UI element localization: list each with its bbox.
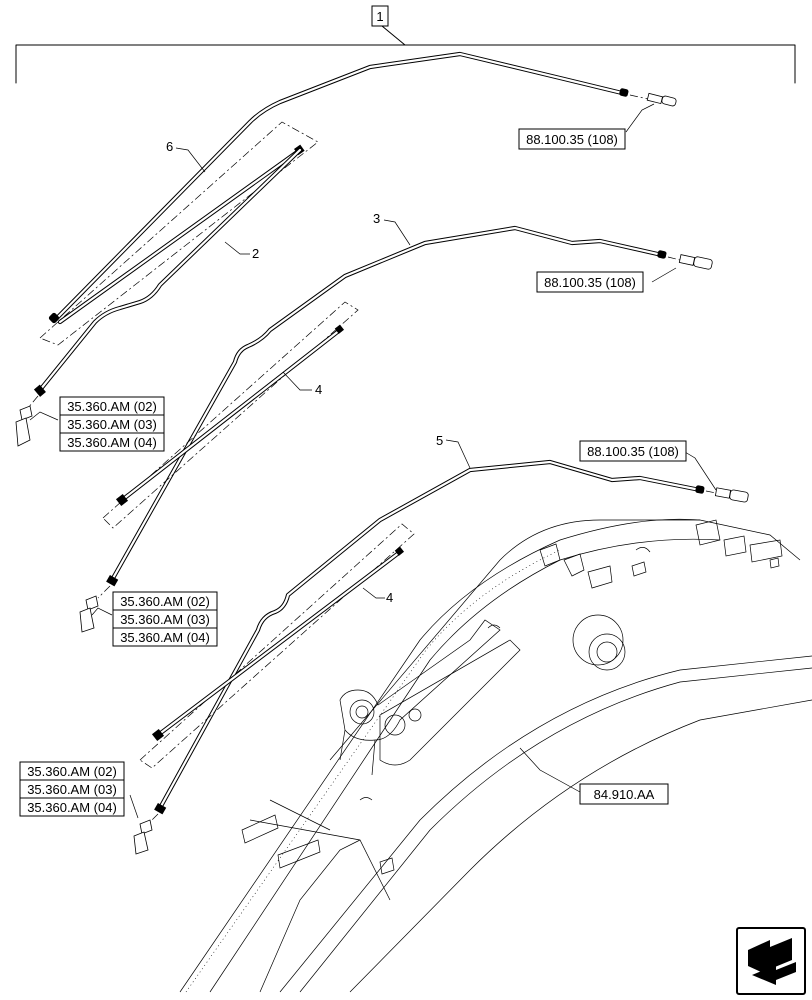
svg-text:88.100.35 (108): 88.100.35 (108) [587, 444, 679, 459]
svg-text:35.360.AM (02): 35.360.AM (02) [67, 399, 157, 414]
assembly-ref-number: 1 [376, 9, 383, 24]
leaders [29, 103, 717, 819]
ref-box-upper-left-03[interactable]: 35.360.AM (03) [59, 414, 165, 434]
item-6-label: 6 [166, 139, 173, 154]
svg-text:35.360.AM (03): 35.360.AM (03) [27, 782, 117, 797]
item-2-label: 2 [252, 246, 259, 261]
item-4-upper-label: 4 [315, 382, 322, 397]
svg-text:88.100.35 (108): 88.100.35 (108) [544, 275, 636, 290]
svg-text:88.100.35 (108): 88.100.35 (108) [526, 132, 618, 147]
pipe-4-lower [139, 523, 415, 769]
svg-text:35.360.AM (03): 35.360.AM (03) [120, 612, 210, 627]
svg-text:35.360.AM (04): 35.360.AM (04) [27, 800, 117, 815]
ref-box-top-right[interactable]: 88.100.35 (108) [518, 128, 626, 150]
pipe-3 [79, 225, 713, 633]
ref-box-lower-left-04[interactable]: 35.360.AM (04) [19, 797, 125, 817]
pipe-5 [133, 459, 749, 855]
ref-group-upper-left: 35.360.AM (02) 35.360.AM (03) 35.360.AM … [59, 396, 165, 452]
ref-box-middle-left-02[interactable]: 35.360.AM (02) [112, 591, 218, 611]
boom-structure [179, 518, 812, 993]
assembly-bracket [15, 25, 796, 84]
ref-group-lower-left: 35.360.AM (02) 35.360.AM (03) 35.360.AM … [19, 761, 125, 817]
ref-box-lower-left-03[interactable]: 35.360.AM (03) [19, 779, 125, 799]
ref-box-middle-left-04[interactable]: 35.360.AM (04) [112, 627, 218, 647]
svg-text:84.910.AA: 84.910.AA [594, 787, 655, 802]
item-5-label: 5 [436, 433, 443, 448]
item-3-label: 3 [373, 211, 380, 226]
ref-box-boom[interactable]: 84.910.AA [579, 783, 669, 805]
ref-group-middle-left: 35.360.AM (02) 35.360.AM (03) 35.360.AM … [112, 591, 218, 647]
ref-box-lower-left-02[interactable]: 35.360.AM (02) [19, 761, 125, 781]
pipe-6 [48, 51, 677, 324]
svg-text:35.360.AM (02): 35.360.AM (02) [27, 764, 117, 779]
svg-text:35.360.AM (04): 35.360.AM (04) [120, 630, 210, 645]
pipe-4-upper [102, 301, 359, 529]
svg-text:35.360.AM (04): 35.360.AM (04) [67, 435, 157, 450]
svg-text:35.360.AM (02): 35.360.AM (02) [120, 594, 210, 609]
ref-box-middle-right[interactable]: 88.100.35 (108) [536, 271, 644, 293]
ref-box-middle-left-03[interactable]: 35.360.AM (03) [112, 609, 218, 629]
svg-text:35.360.AM (03): 35.360.AM (03) [67, 417, 157, 432]
pipe-2 [15, 121, 319, 447]
ref-box-upper-left-04[interactable]: 35.360.AM (04) [59, 432, 165, 452]
next-page-arrow-icon[interactable] [736, 927, 806, 995]
ref-box-lower-right[interactable]: 88.100.35 (108) [579, 440, 687, 462]
assembly-ref-box[interactable]: 1 [371, 5, 389, 27]
ref-box-upper-left-02[interactable]: 35.360.AM (02) [59, 396, 165, 416]
item-4-lower-label: 4 [386, 590, 393, 605]
